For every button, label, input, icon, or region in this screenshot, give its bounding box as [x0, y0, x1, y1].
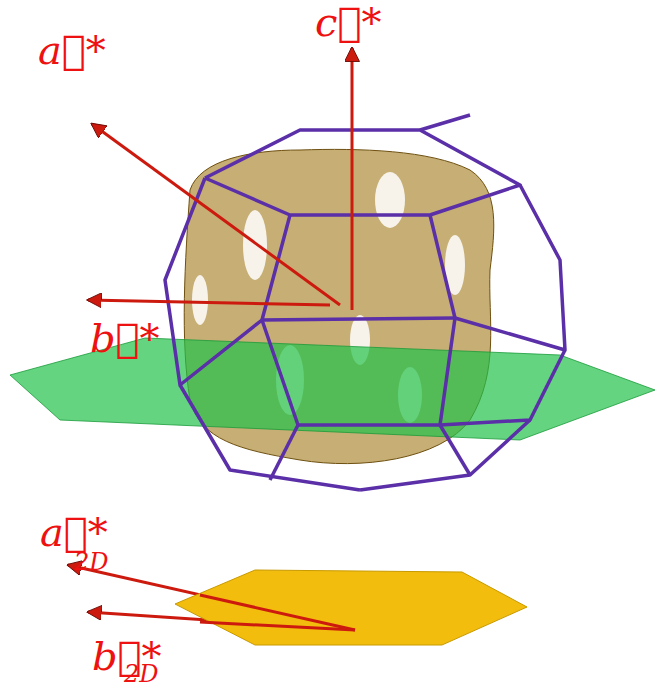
vector-arrow-overlay: [200, 595, 355, 630]
vector-label: c⃗*: [315, 2, 381, 42]
vector-label: a⃗*: [40, 512, 108, 552]
vector-arrow-overlay: [200, 622, 355, 630]
vector-subscript: 2D: [74, 550, 109, 574]
2d-brillouin-zone: [175, 570, 527, 645]
vector-arrows: [68, 48, 355, 630]
vector-label: a⃗*: [38, 30, 106, 70]
vector-subscript: 2D: [124, 662, 159, 686]
vector-label: b⃗*: [90, 318, 160, 358]
